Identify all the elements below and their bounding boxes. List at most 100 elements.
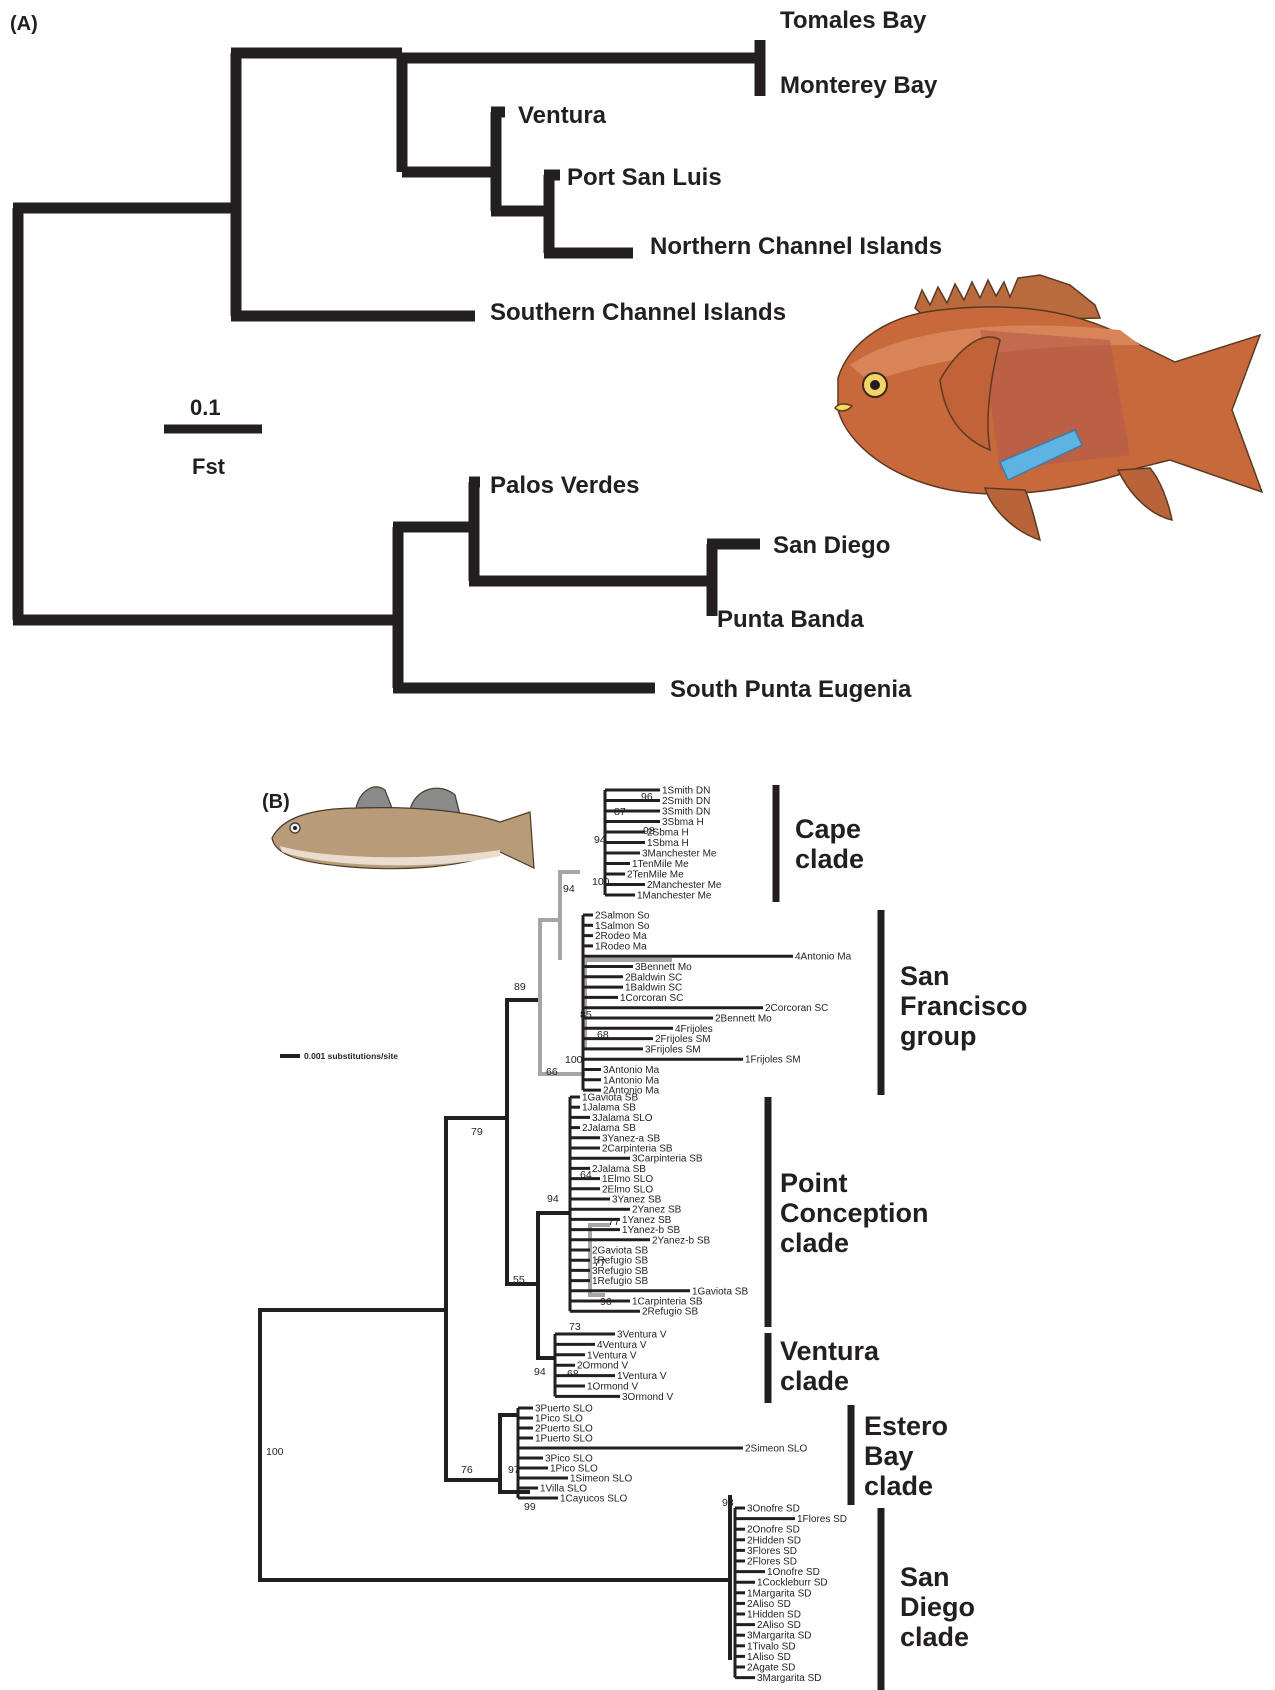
- clade-pc-line2: Conception: [780, 1198, 929, 1228]
- clade-sdc-line1: San: [900, 1562, 950, 1592]
- leaf-label: 1Ventura V: [587, 1350, 637, 1361]
- bootstrap-value: 89: [514, 981, 526, 993]
- clade-estero-line1: Estero: [864, 1411, 948, 1441]
- leaf-label: 1Frijoles SM: [745, 1055, 801, 1066]
- leaf-label: 1Rodeo Ma: [595, 941, 647, 952]
- taxon-palos-verdes: Palos Verdes: [490, 472, 639, 499]
- leaf-label: 1Ormond V: [587, 1382, 638, 1393]
- leaf-label: 3Frijoles SM: [645, 1044, 701, 1055]
- leaf-label: 1Ventura V: [617, 1371, 667, 1382]
- clade-sf-line1: San: [900, 961, 950, 991]
- leaf-label: 2Refugio SB: [642, 1307, 698, 1318]
- panel-b-scale-bar: 0.001 substitutions/site: [280, 1051, 398, 1061]
- leaf-label: 2Yanez-b SB: [652, 1235, 711, 1246]
- leaf-label: 3Onofre SD: [747, 1504, 800, 1515]
- leaf-label: 1Hidden SD: [747, 1610, 801, 1621]
- taxon-monterey-bay: Monterey Bay: [780, 72, 938, 99]
- leaf-label: 3Ormond V: [622, 1392, 673, 1403]
- leaf-label: 2Agate SD: [747, 1663, 795, 1674]
- taxon-ventura: Ventura: [518, 102, 607, 129]
- bootstrap-value: 66: [546, 1066, 558, 1078]
- bootstrap-value: 100: [592, 876, 610, 888]
- goby-illustration: [272, 787, 534, 869]
- leaf-label: 1Manchester Me: [637, 891, 712, 902]
- leaf-label: 1Sbma H: [647, 838, 689, 849]
- clade-estero-line3: clade: [864, 1471, 933, 1501]
- taxon-san-diego: San Diego: [773, 532, 890, 559]
- bootstrap-value: 94: [547, 1193, 559, 1205]
- panel-a-label: (A): [10, 13, 38, 35]
- leaf-label: 1Smith DN: [662, 786, 710, 797]
- bootstrap-value: 94: [534, 1366, 546, 1378]
- taxon-port-san-luis: Port San Luis: [567, 164, 722, 191]
- leaf-label: 2Ormond V: [577, 1361, 628, 1372]
- scale-b-label: 0.001 substitutions/site: [304, 1051, 398, 1061]
- leaf-label: 1Refugio SB: [592, 1276, 648, 1287]
- leaf-label: 2Sbma H: [647, 828, 689, 839]
- clade-sdc-line3: clade: [900, 1622, 969, 1652]
- leaf-label: 3Ventura V: [617, 1330, 667, 1341]
- leaf-label: 2Hidden SD: [747, 1535, 801, 1546]
- taxon-northern-channel-islands: Northern Channel Islands: [650, 233, 942, 260]
- leaf-label: 2Simeon SLO: [745, 1444, 807, 1455]
- scale-a-unit: Fst: [192, 454, 226, 479]
- leaf-label: 3Flores SD: [747, 1546, 797, 1557]
- leaf-label: 1TenMile Me: [632, 859, 689, 870]
- clade-pc-line1: Point: [780, 1168, 848, 1198]
- leaf-label: 2TenMile Me: [627, 870, 684, 881]
- leaf-label: 2Corcoran SC: [765, 1003, 828, 1014]
- bootstrap-value: 73: [569, 1321, 581, 1333]
- leaf-label: 3Margarita SD: [757, 1673, 821, 1684]
- scale-a-value: 0.1: [190, 395, 221, 420]
- leaf-label: 3Margarita SD: [747, 1631, 811, 1642]
- bootstrap-value: 100: [266, 1446, 284, 1458]
- clade-vent-line2: clade: [780, 1366, 849, 1396]
- leaf-label: 4Antonio Ma: [795, 952, 852, 963]
- leaf-label: 4Ventura V: [597, 1340, 647, 1351]
- leaf-label: 2Manchester Me: [647, 880, 722, 891]
- leaf-label: 1Onofre SD: [767, 1567, 820, 1578]
- bootstrap-value: 55: [513, 1274, 525, 1286]
- taxon-south-punta-eugenia: South Punta Eugenia: [670, 676, 912, 703]
- tree-a-south-node: [393, 527, 655, 688]
- bootstrap-value: 100: [565, 1054, 583, 1066]
- bootstrap-value: 76: [461, 1464, 473, 1476]
- leaf-label: 1Aliso SD: [747, 1652, 791, 1663]
- clade-sdc-line2: Diego: [900, 1592, 975, 1622]
- clade-sf-line2: Francisco: [900, 991, 1028, 1021]
- leaf-label: 2Aliso SD: [757, 1620, 801, 1631]
- leaf-label: 2Onofre SD: [747, 1525, 800, 1536]
- panel-a-tree: [13, 40, 760, 688]
- leaf-label: 3Sbma H: [662, 817, 704, 828]
- taxon-punta-banda: Punta Banda: [717, 606, 864, 633]
- leaf-label: 1Cayucos SLO: [560, 1494, 627, 1505]
- tree-a-north-node: [231, 53, 475, 316]
- bootstrap-value: 99: [524, 1501, 536, 1513]
- bootstrap-value: 94: [563, 883, 575, 895]
- clade-estero-line2: Bay: [864, 1441, 914, 1471]
- leaf-label: 1Corcoran SC: [620, 993, 683, 1004]
- leaf-label: 1Cockleburr SD: [757, 1578, 828, 1589]
- leaf-label: 1Tivalo SD: [747, 1641, 796, 1652]
- leaf-label: 1Margarita SD: [747, 1588, 811, 1599]
- panel-b-clade-labels: Cape clade San Francisco group Point Con…: [780, 814, 1028, 1652]
- panel-b-label: (B): [262, 791, 290, 813]
- fish-illustration: [835, 275, 1262, 540]
- taxon-southern-channel-islands: Southern Channel Islands: [490, 299, 786, 326]
- leaf-label: 1Flores SD: [797, 1514, 847, 1525]
- leaf-label: 2Bennett Mo: [715, 1014, 772, 1025]
- leaf-label: 2Flores SD: [747, 1557, 797, 1568]
- taxon-tomales-bay: Tomales Bay: [780, 7, 927, 34]
- leaf-label: 3Manchester Me: [642, 849, 717, 860]
- clade-cape-line2: clade: [795, 844, 864, 874]
- leaf-group-sdc: 3Onofre SD1Flores SD2Onofre SD2Hidden SD…: [735, 1504, 847, 1685]
- panel-a-scale-bar: 0.1 Fst: [164, 395, 262, 479]
- bootstrap-value: 77: [608, 1216, 620, 1228]
- bootstrap-value: 98: [722, 1497, 734, 1509]
- leaf-label: 2Smith DN: [662, 796, 710, 807]
- clade-pc-line3: clade: [780, 1228, 849, 1258]
